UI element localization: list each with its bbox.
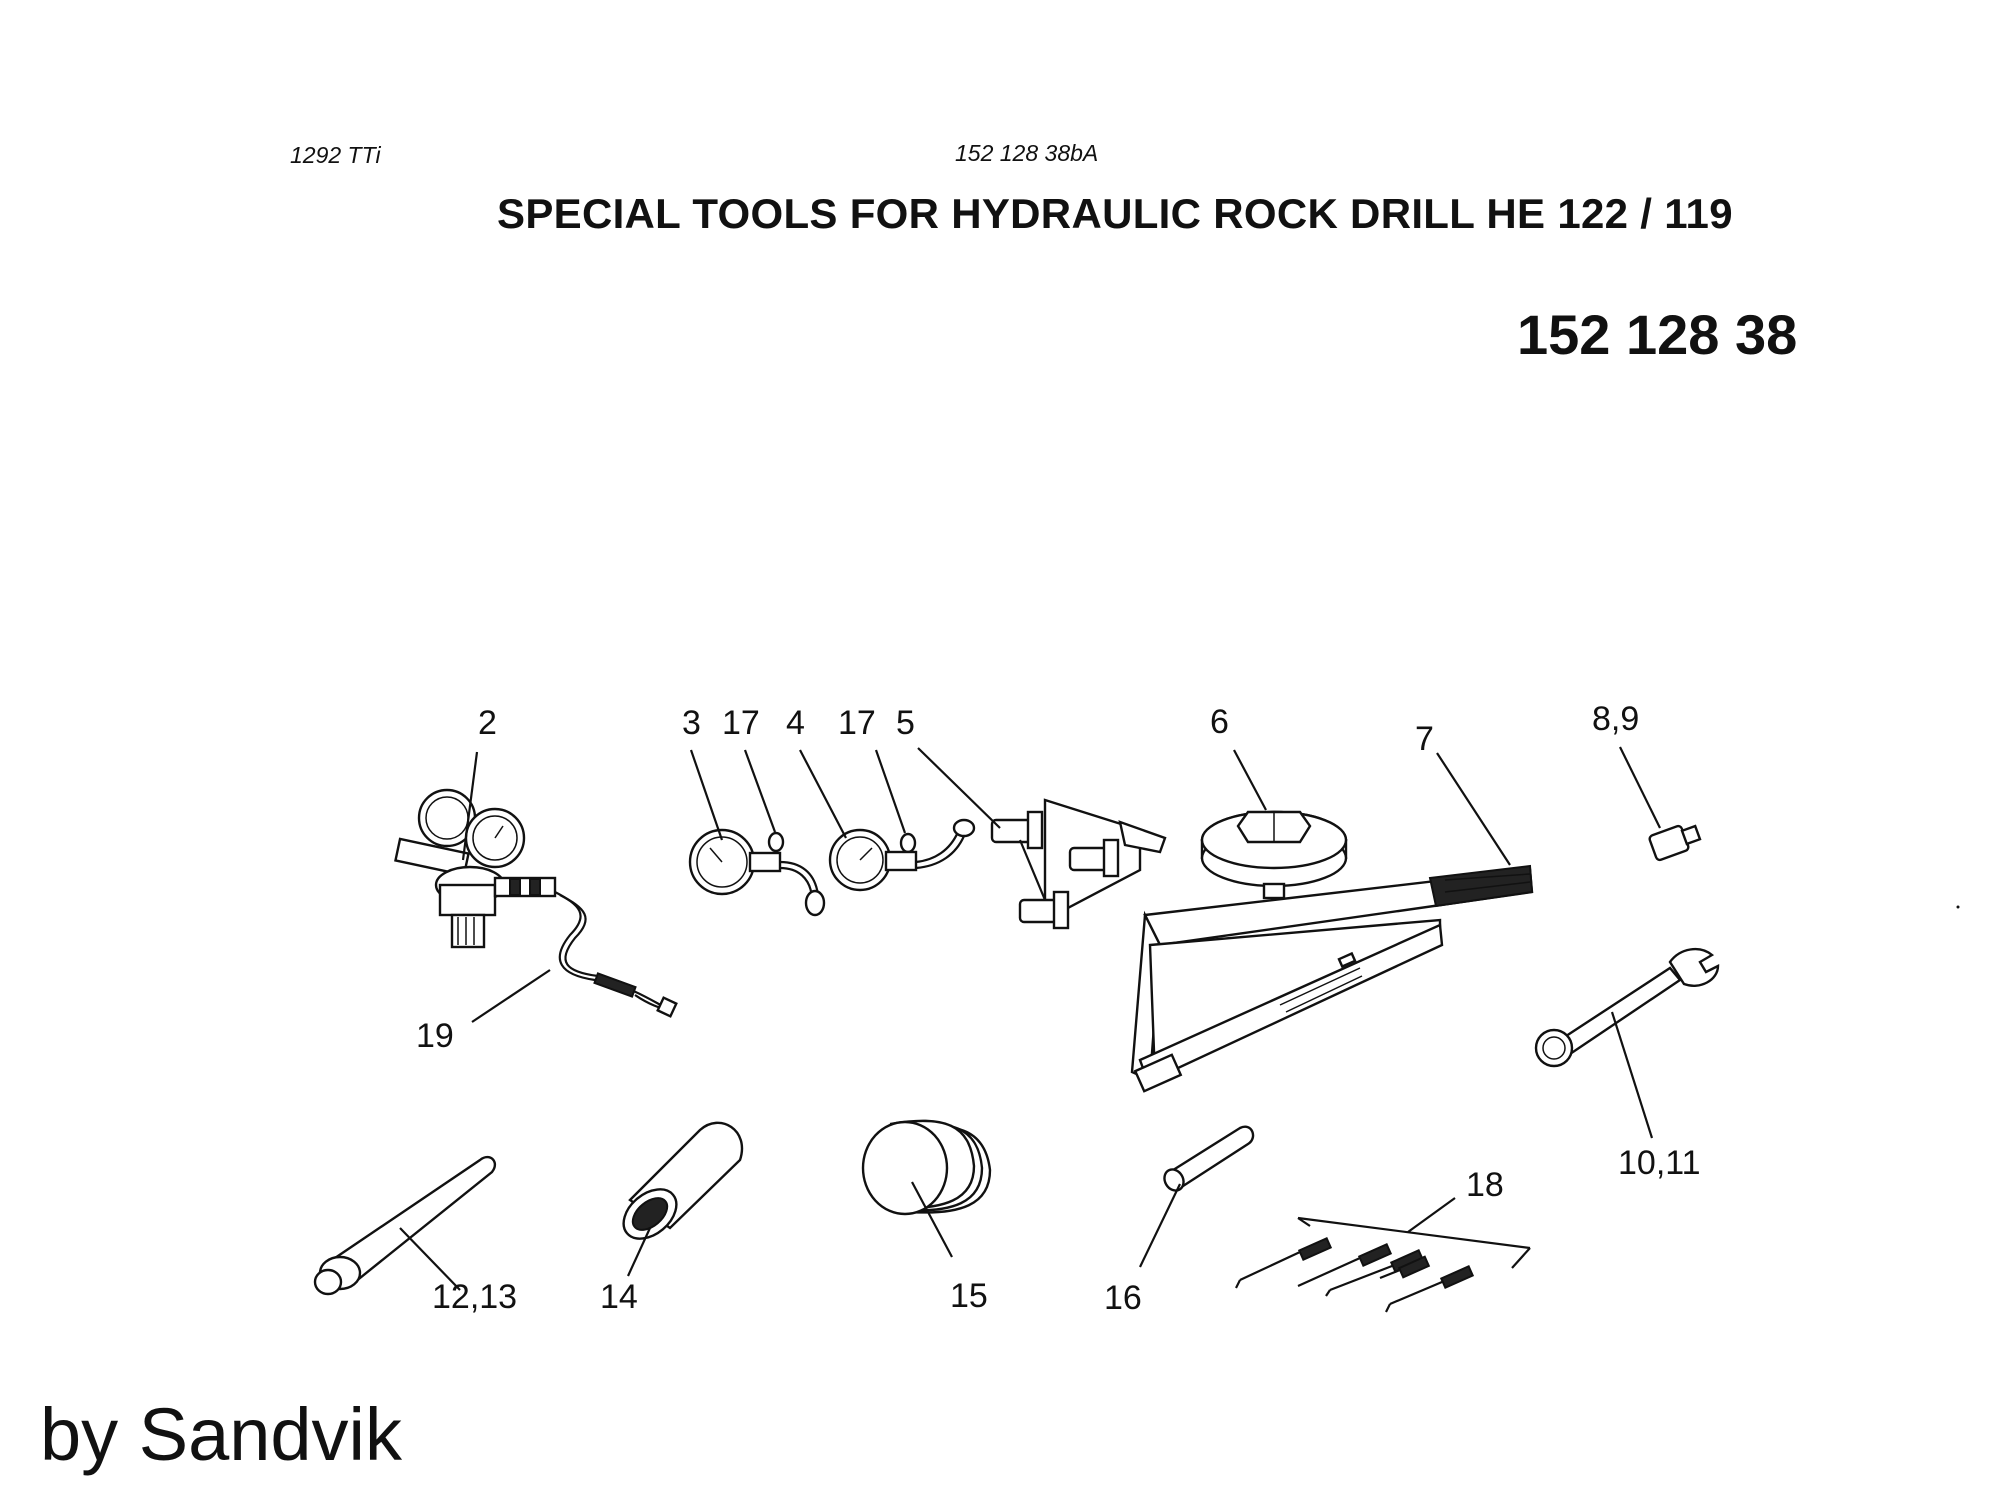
- leader-line-5b: [1018, 839, 1047, 901]
- shim-rings-15: [861, 1119, 992, 1216]
- credit-text: by Sandvik: [40, 1393, 402, 1476]
- pressure-gauge-4: [828, 818, 976, 892]
- stray-dot: [1956, 905, 1960, 909]
- leader-line-17a: [743, 749, 777, 833]
- leader-line-3: [689, 749, 724, 841]
- callout-5: 5: [896, 704, 915, 742]
- callout-2: 2: [478, 704, 497, 742]
- seal-picks-18: [1235, 1216, 1531, 1313]
- leader-line-19: [471, 969, 551, 1023]
- o-ring-17b: [899, 832, 917, 854]
- callout-12-13: 12,13: [432, 1278, 517, 1316]
- pin-16: [1163, 1125, 1255, 1192]
- document-code-center: 152 128 38bA: [955, 140, 1099, 166]
- callout-14: 14: [600, 1278, 638, 1316]
- hex-puller-disc-6: [1200, 810, 1348, 900]
- torque-wrench-7: [1130, 864, 1534, 1093]
- leader-line-10-11: [1610, 1011, 1654, 1139]
- page-title: SPECIAL TOOLS FOR HYDRAULIC ROCK DRILL H…: [497, 190, 1733, 237]
- leader-line-17b: [874, 749, 907, 834]
- pressure-gauge-3: [688, 828, 826, 917]
- socket-adaptor-8-9: [1648, 824, 1702, 862]
- callout-19: 19: [416, 1017, 454, 1055]
- part-number: 152 128 38: [1517, 303, 1798, 366]
- leader-line-7: [1436, 752, 1511, 866]
- leader-line-4: [799, 749, 847, 839]
- callout-15: 15: [950, 1277, 988, 1315]
- callout-10-11: 10,11: [1618, 1144, 1701, 1182]
- mandrel-12-13: [313, 1155, 497, 1296]
- leader-line-2: [461, 751, 479, 861]
- callout-18: 18: [1466, 1166, 1504, 1204]
- callout-6: 6: [1210, 703, 1229, 741]
- coupling-adaptor-5: [990, 798, 1167, 930]
- callout-7: 7: [1415, 720, 1434, 758]
- sleeve-14: [622, 1121, 744, 1240]
- leader-line-15: [911, 1181, 953, 1258]
- callout-3: 3: [682, 704, 701, 742]
- leader-line-18: [1407, 1197, 1456, 1233]
- leader-line-6: [1233, 749, 1267, 811]
- leader-line-14: [627, 1227, 651, 1277]
- callout-17b: 17: [838, 704, 876, 742]
- callout-8-9: 8,9: [1592, 700, 1639, 738]
- document-code-left: 1292 TTi: [290, 142, 381, 168]
- leader-line-5a: [917, 747, 1001, 829]
- callout-17a: 17: [722, 704, 760, 742]
- leader-line-12-13: [399, 1227, 461, 1291]
- combination-wrench-10-11: [1534, 947, 1720, 1068]
- pressure-regulator-tool: [394, 788, 678, 1018]
- callout-16: 16: [1104, 1279, 1142, 1317]
- callout-4: 4: [786, 704, 805, 742]
- leader-line-8-9: [1619, 746, 1661, 829]
- o-ring-17a: [767, 831, 785, 853]
- leader-line-16: [1139, 1183, 1181, 1268]
